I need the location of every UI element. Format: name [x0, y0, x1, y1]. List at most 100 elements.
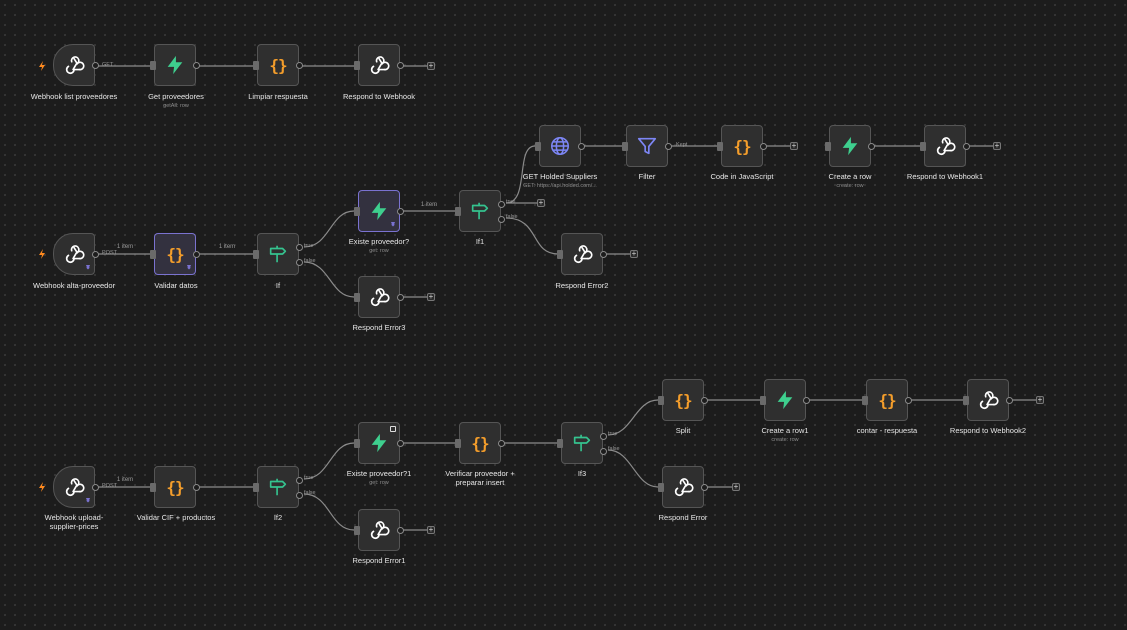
- output-port[interactable]: [193, 484, 200, 491]
- input-port[interactable]: [253, 483, 259, 492]
- false-output-port[interactable]: [498, 216, 505, 223]
- node-limpiar-respuesta[interactable]: {}: [253, 44, 303, 86]
- node-existe-proveedor1[interactable]: [354, 422, 404, 464]
- add-node-button[interactable]: +: [537, 198, 545, 207]
- node-contar-respuesta[interactable]: {}: [862, 379, 912, 421]
- node-if3[interactable]: [557, 422, 607, 464]
- input-port[interactable]: [354, 61, 360, 70]
- node-webhook-alta-proveedor[interactable]: [53, 233, 99, 275]
- node-respond-error[interactable]: [658, 466, 708, 508]
- node-code-in-javascript[interactable]: {}: [717, 125, 767, 167]
- node-validar-datos[interactable]: {}: [150, 233, 200, 275]
- output-port[interactable]: [397, 527, 404, 534]
- add-node-button[interactable]: +: [427, 525, 435, 534]
- node-label-if3: If3: [577, 469, 587, 478]
- input-port[interactable]: [455, 207, 461, 216]
- node-respond-to-webhook[interactable]: [354, 44, 404, 86]
- node-webhook-upload-supplier-prices[interactable]: [53, 466, 99, 508]
- false-output-port[interactable]: [296, 259, 303, 266]
- node-respond-to-webhook1[interactable]: [920, 125, 970, 167]
- output-port[interactable]: [665, 143, 672, 150]
- input-port[interactable]: [963, 396, 969, 405]
- output-port[interactable]: [578, 143, 585, 150]
- node-split[interactable]: {}: [658, 379, 708, 421]
- input-port[interactable]: [658, 483, 664, 492]
- output-port[interactable]: [296, 62, 303, 69]
- input-port[interactable]: [354, 439, 360, 448]
- input-port[interactable]: [760, 396, 766, 405]
- node-get-proveedores[interactable]: [150, 44, 200, 86]
- output-port[interactable]: [92, 62, 99, 69]
- true-output-port[interactable]: [498, 201, 505, 208]
- output-port[interactable]: [498, 440, 505, 447]
- expand-icon[interactable]: [390, 426, 396, 432]
- node-respond-error1[interactable]: [354, 509, 404, 551]
- output-port[interactable]: [397, 208, 404, 215]
- false-output-port[interactable]: [296, 492, 303, 499]
- output-port[interactable]: [803, 397, 810, 404]
- output-port[interactable]: [760, 143, 767, 150]
- input-port[interactable]: [354, 207, 360, 216]
- node-validar-cif-productos[interactable]: {}: [150, 466, 200, 508]
- node-label-respond-webhook: Respond to Webhook: [343, 92, 415, 101]
- add-node-button[interactable]: +: [1036, 395, 1044, 404]
- input-port[interactable]: [354, 526, 360, 535]
- input-port[interactable]: [535, 142, 541, 151]
- output-port[interactable]: [868, 143, 875, 150]
- input-port[interactable]: [717, 142, 723, 151]
- add-node-button[interactable]: +: [427, 292, 435, 301]
- output-port[interactable]: [92, 251, 99, 258]
- input-port[interactable]: [354, 293, 360, 302]
- output-port[interactable]: [600, 251, 607, 258]
- output-port[interactable]: [701, 397, 708, 404]
- false-output-port[interactable]: [600, 448, 607, 455]
- node-label-if1: If1: [475, 237, 485, 246]
- true-output-port[interactable]: [296, 244, 303, 251]
- input-port[interactable]: [557, 439, 563, 448]
- output-port[interactable]: [905, 397, 912, 404]
- input-port[interactable]: [920, 142, 926, 151]
- node-get-holded-suppliers[interactable]: [535, 125, 585, 167]
- input-port[interactable]: [622, 142, 628, 151]
- node-create-a-row1[interactable]: [760, 379, 810, 421]
- node-if[interactable]: [253, 233, 303, 275]
- output-port[interactable]: [193, 251, 200, 258]
- input-port[interactable]: [825, 142, 831, 151]
- input-port[interactable]: [658, 396, 664, 405]
- input-port[interactable]: [455, 439, 461, 448]
- node-if2[interactable]: [253, 466, 303, 508]
- node-existe-proveedor[interactable]: [354, 190, 404, 232]
- input-port[interactable]: [253, 250, 259, 259]
- node-create-a-row[interactable]: [825, 125, 875, 167]
- input-port[interactable]: [253, 61, 259, 70]
- node-filter[interactable]: [622, 125, 672, 167]
- true-output-port[interactable]: [600, 433, 607, 440]
- node-respond-to-webhook2[interactable]: [963, 379, 1013, 421]
- add-node-button[interactable]: +: [630, 249, 638, 258]
- input-port[interactable]: [150, 61, 156, 70]
- input-port[interactable]: [150, 250, 156, 259]
- output-port[interactable]: [92, 484, 99, 491]
- node-if1[interactable]: [455, 190, 505, 232]
- add-node-button[interactable]: +: [427, 61, 435, 70]
- node-verificar-proveedor[interactable]: {}: [455, 422, 505, 464]
- output-port[interactable]: [397, 294, 404, 301]
- true-output-port[interactable]: [296, 477, 303, 484]
- input-port[interactable]: [150, 483, 156, 492]
- input-port[interactable]: [557, 250, 563, 259]
- add-node-button[interactable]: +: [790, 141, 798, 150]
- node-respond-error3[interactable]: [354, 276, 404, 318]
- output-port[interactable]: [193, 62, 200, 69]
- node-respond-error2[interactable]: [557, 233, 607, 275]
- input-port[interactable]: [862, 396, 868, 405]
- output-port[interactable]: [1006, 397, 1013, 404]
- add-node-button[interactable]: +: [732, 482, 740, 491]
- output-port[interactable]: [963, 143, 970, 150]
- output-port[interactable]: [397, 62, 404, 69]
- output-port[interactable]: [701, 484, 708, 491]
- output-port[interactable]: [397, 440, 404, 447]
- node-webhook-list-proveedores[interactable]: [53, 44, 99, 86]
- add-node-button[interactable]: +: [993, 141, 1001, 150]
